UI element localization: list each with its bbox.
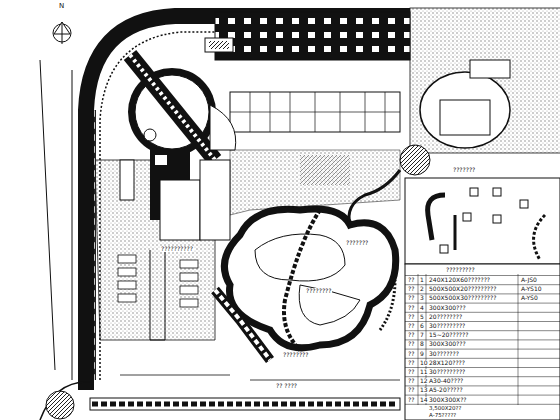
table-cell: 4: [419, 305, 425, 311]
area-label: ???????: [452, 167, 476, 173]
table-cell: ??: [407, 341, 415, 347]
table-cell: 5: [419, 314, 425, 320]
table-rule: [405, 367, 560, 368]
table-cell: 9: [419, 351, 425, 357]
table-rule: [405, 358, 560, 359]
north-label: N: [58, 3, 65, 10]
table-rule: [405, 293, 560, 294]
table-cell: ??: [407, 369, 415, 375]
table-cell: ??: [407, 387, 415, 393]
table-rule: [405, 321, 560, 322]
table-cell: ??: [407, 314, 415, 320]
area-label: ????????: [305, 288, 332, 294]
table-cell: A-YS0: [520, 295, 539, 301]
table-rule: [405, 303, 560, 304]
table-cell: A-YS10: [520, 286, 543, 292]
table-cell: 7: [419, 332, 425, 338]
table-rule: [405, 284, 560, 285]
table-cell: ??: [407, 305, 415, 311]
north-arrow: [53, 22, 71, 44]
table-rule: [405, 349, 560, 350]
table-cell: A30-40????: [428, 378, 464, 384]
table-cell: ??: [407, 360, 415, 366]
table-cell: 3,500X20??: [428, 406, 462, 412]
table-cell: ??: [407, 332, 415, 338]
table-cell: 300X300???: [428, 341, 467, 347]
table-cell: ??: [407, 286, 415, 292]
area-label: ?? ????: [275, 383, 298, 389]
table-cell: 1: [419, 277, 425, 283]
table-cell: 15~20??????: [428, 332, 469, 338]
table-rule: [405, 404, 560, 405]
table-cell: 30?????????: [428, 369, 466, 375]
table-rule: [405, 275, 560, 276]
table-cell: ??: [407, 323, 415, 329]
table-rule: [405, 395, 560, 396]
area-label: ????????: [282, 352, 309, 358]
table-cell: 300X300X??: [428, 397, 468, 403]
table-rule: [405, 330, 560, 331]
table-cell: 3: [419, 295, 425, 301]
table-cell: 30???????: [428, 351, 460, 357]
table-cell: 500X500X20?????????: [428, 286, 497, 292]
area-label: ?????????: [445, 267, 476, 273]
table-cell: 8: [419, 341, 425, 347]
area-label: ???????: [345, 240, 369, 246]
table-cell: 20????????: [428, 314, 463, 320]
table-cell: ??: [407, 277, 415, 283]
table-cell: A5-20?????: [428, 387, 464, 393]
table-cell: ??: [407, 351, 415, 357]
table-cell: ??: [407, 295, 415, 301]
table-rule: [405, 385, 560, 386]
table-rule: [405, 376, 560, 377]
table-cell: A-JS0: [520, 277, 538, 283]
table-cell: 240X120X60???????: [428, 277, 491, 283]
area-label: ??????????: [160, 246, 194, 252]
table-cell: ??: [407, 397, 415, 403]
table-cell: 500X500X30?????????: [428, 295, 497, 301]
table-cell: 30?????????: [428, 323, 466, 329]
table-cell: ??: [407, 378, 415, 384]
table-rule: [405, 339, 560, 340]
table-rule: [405, 312, 560, 313]
table-cell: 6: [419, 323, 425, 329]
table-cell: 300X300???: [428, 305, 467, 311]
table-cell: 28X120????: [428, 360, 466, 366]
table-cell: A-75?????: [428, 413, 457, 419]
table-cell: 2: [419, 286, 425, 292]
